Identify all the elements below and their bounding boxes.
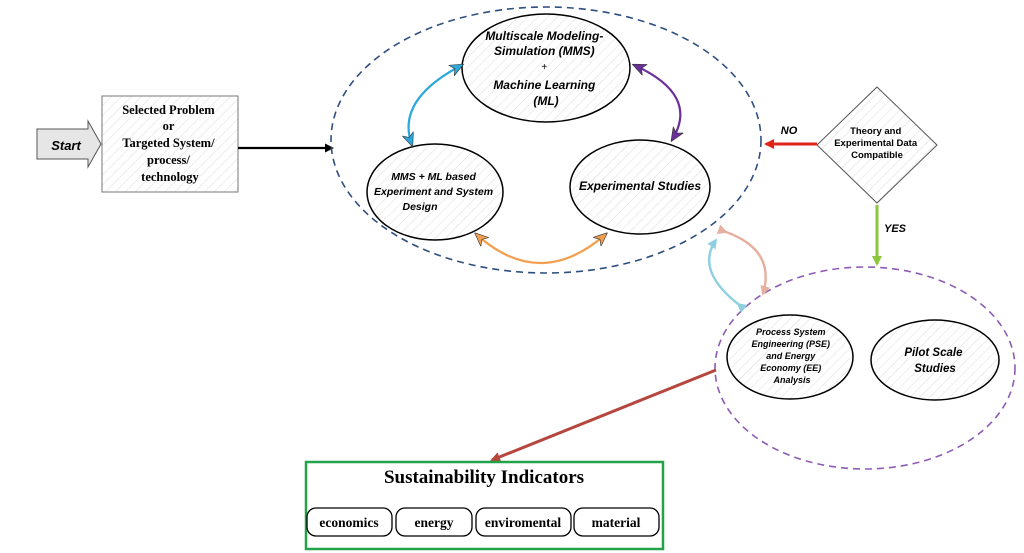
svg-text:Pilot Scale Studies: Pilot Scale Studies [904,347,965,375]
pilot-line: Pilot Scale [904,347,963,359]
indicator-economics: economics [319,515,378,530]
mms-experimental-arrow [634,65,680,140]
pilot-scale-node: Pilot Scale Studies [870,319,1000,401]
indicator-material: material [592,515,641,530]
mms-line: Machine Learning [493,78,596,92]
svg-text:Selected Problem or: Selected Problem or Targeted System/ pro… [122,103,218,184]
sustainability-title: Sustainability Indicators [384,467,584,488]
problem-line: Targeted System/ [122,136,215,150]
pse-line: and Energy [766,351,816,361]
problem-line: or [163,119,175,133]
pse-line: Economy (EE) [760,363,821,373]
compatibility-decision: Theory and Experimental Data Compatible [816,86,938,204]
problem-line: technology [141,170,199,184]
mms-design-arrow [409,65,462,145]
modeling-cycle-ellipse [330,6,762,274]
svg-text:MMS + ML based Experimen: MMS + ML based Experiment and System Des… [374,171,496,213]
analysis-cycle-arrow-pink [716,224,771,296]
design-line: Experiment and System [374,186,493,198]
pse-line: Engineering (PSE) [751,339,830,349]
pse-line: Analysis [772,375,810,385]
indicator-energy: energy [415,515,454,530]
pse-line: Process System [756,327,826,337]
start-label: Start [51,138,81,153]
mms-line: Multiscale Modeling- [485,29,603,43]
experimental-label: Experimental Studies [579,179,701,193]
design-line: MMS + ML based [391,171,476,183]
analysis-ellipse [714,266,1016,470]
experimental-studies-node: Experimental Studies [569,139,711,235]
problem-line: Selected Problem [122,103,215,117]
decision-line: Theory and [850,126,901,137]
svg-text:Multiscale Modeling- Sim: Multiscale Modeling- Simulation (MMS) + … [485,29,606,108]
mms-line: Simulation (MMS) [494,44,595,58]
indicator-enviromental: enviromental [485,515,561,530]
decision-line: Compatible [851,150,903,161]
pilot-line: Studies [914,363,956,375]
sustainability-box: Sustainability Indicators economics ener… [304,460,665,551]
svg-text:Theory and Experimental: Theory and Experimental Data Compatible [834,126,920,161]
decision-line: Experimental Data [834,138,918,149]
problem-box: Selected Problem or Targeted System/ pro… [101,95,239,193]
analysis-to-sustainability-arrow [490,368,717,462]
design-node: MMS + ML based Experiment and System Des… [366,143,504,241]
design-experimental-arrow [476,234,606,264]
problem-line: process/ [147,153,190,167]
no-label: NO [781,125,798,137]
start-node: Start [36,119,102,169]
mms-ml-node: Multiscale Modeling- Simulation (MMS) + … [461,13,631,123]
design-line: Design [402,201,437,213]
analysis-cycle-arrow-blue [707,238,748,313]
mms-line: (ML) [533,94,558,108]
yes-label: YES [884,223,907,235]
svg-text:Process System Engineeri: Process System Engineering (PSE) and Ene… [751,327,832,385]
pse-node: Process System Engineering (PSE) and Ene… [726,314,854,400]
mms-line: + [541,62,547,73]
